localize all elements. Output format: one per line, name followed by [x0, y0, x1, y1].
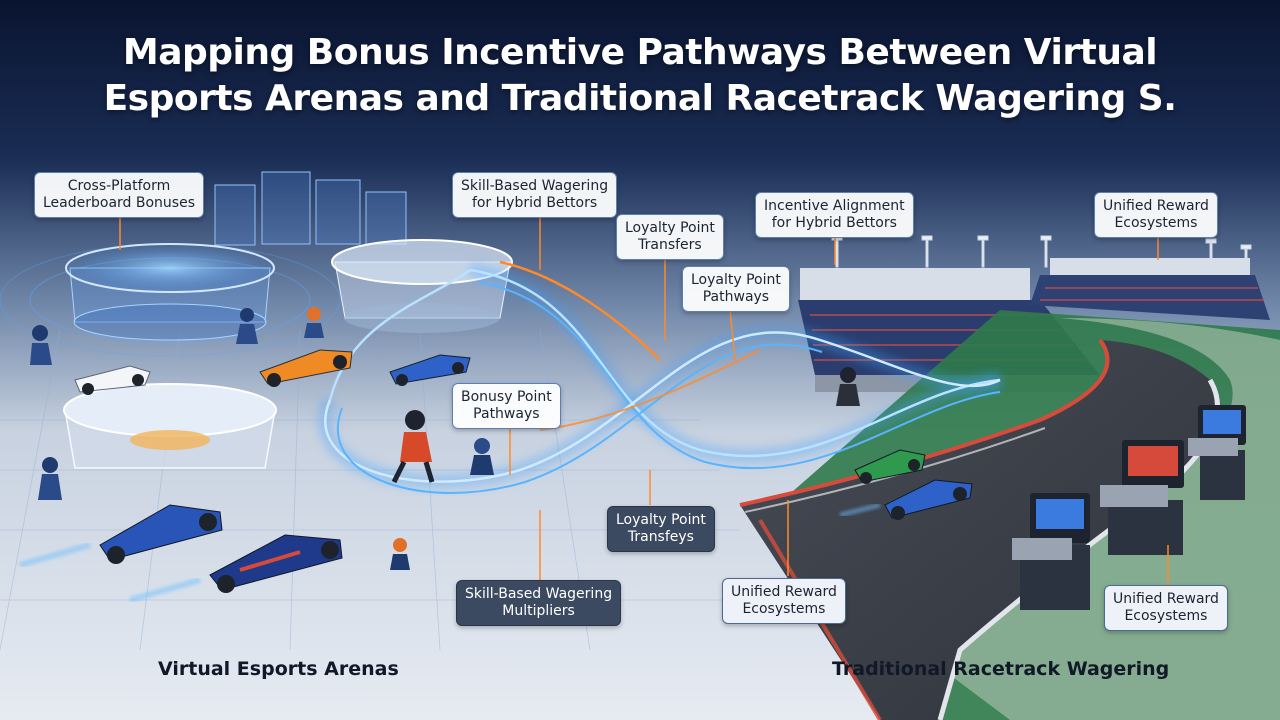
callout-line: Unified Reward [1103, 198, 1209, 214]
callout-line: Pathways [702, 289, 770, 305]
callout-loyalty-point-transfers: Loyalty Point Transfers [616, 214, 724, 260]
callout-line: Transfeys [627, 529, 694, 545]
callout-line: Leaderboard Bonuses [43, 195, 195, 211]
callout-line: Skill-Based Wagering [461, 178, 609, 194]
region-label-traditional-racetrack: Traditional Racetrack Wagering [832, 658, 1170, 680]
avatar-1 [30, 325, 52, 365]
callout-line: Unified Reward [731, 584, 837, 600]
callout-line: Cross-Platform [67, 178, 171, 194]
betting-kiosks [1012, 405, 1246, 610]
player-avatars [30, 307, 860, 570]
callout-loyalty-point-transfeys: Loyalty Point Transfeys [607, 506, 715, 552]
callout-line: for Hybrid Bettors [771, 215, 897, 231]
callout-line: Pathways [473, 406, 540, 422]
region-label-virtual-esports: Virtual Esports Arenas [158, 658, 399, 680]
avatar-6 [38, 457, 62, 500]
holo-stadium-2 [331, 239, 513, 333]
callout-line: Bonusy Point [461, 389, 552, 405]
callout-line: Loyalty Point [616, 512, 706, 528]
avatar-7 [390, 538, 410, 570]
callout-skill-based-multipliers: Skill-Based Wagering Multipliers [456, 580, 622, 626]
avatar-3 [304, 307, 324, 338]
car-navy-red [129, 534, 343, 603]
callout-cross-platform-leaderboard: Cross-Platform Leaderboard Bonuses [34, 172, 204, 218]
callout-line: Loyalty Point [691, 272, 781, 288]
callout-line: Ecosystems [1124, 608, 1208, 624]
car-green [854, 449, 926, 484]
car-blue-small [389, 354, 471, 386]
incentive-pathway-glow [318, 260, 1004, 494]
holo-stadium-1 [0, 243, 341, 357]
callout-unified-reward-bottom: Unified Reward Ecosystems [1104, 585, 1228, 631]
holo-stadium-3 [63, 383, 277, 469]
callout-line: Ecosystems [1114, 215, 1198, 231]
avatar-5 [470, 438, 494, 475]
callout-line: Multipliers [502, 603, 575, 619]
title-line-2: Esports Arenas and Traditional Racetrack… [103, 78, 1177, 119]
callout-unified-reward-top: Unified Reward Ecosystems [1094, 192, 1218, 238]
title-line-1: Mapping Bonus Incentive Pathways Between… [122, 32, 1158, 73]
callout-loyalty-point-pathways: Loyalty Point Pathways [682, 266, 790, 312]
car-blue-left [19, 504, 223, 568]
avatar-2 [236, 308, 258, 344]
callout-incentive-alignment: Incentive Alignment for Hybrid Bettors [755, 192, 914, 238]
race-cars [19, 349, 973, 603]
kiosk-3 [1188, 405, 1246, 500]
kiosk-1 [1012, 493, 1090, 610]
callout-skill-based-hybrid: Skill-Based Wagering for Hybrid Bettors [452, 172, 618, 218]
car-white [74, 365, 151, 395]
car-blue-right [839, 479, 973, 520]
grandstand-far [1030, 258, 1270, 320]
callout-line: Skill-Based Wagering [465, 586, 613, 602]
callout-line: Incentive Alignment [764, 198, 905, 214]
page-title: Mapping Bonus Incentive Pathways Between… [0, 30, 1280, 122]
callout-leaders [119, 214, 1169, 585]
avatar-4 [391, 410, 435, 484]
car-orange [259, 349, 353, 387]
callout-line: Ecosystems [742, 601, 826, 617]
callout-unified-reward-mid: Unified Reward Ecosystems [722, 578, 846, 624]
callout-line: Loyalty Point [625, 220, 715, 236]
callout-line: for Hybrid Bettors [471, 195, 598, 211]
avatar-8 [836, 367, 860, 406]
holo-screens [214, 171, 407, 246]
callout-line: Unified Reward [1113, 591, 1219, 607]
callout-line: Transfers [638, 237, 702, 253]
kiosk-2 [1100, 440, 1184, 555]
callout-bonusy-point-pathways: Bonusy Point Pathways [452, 383, 561, 429]
